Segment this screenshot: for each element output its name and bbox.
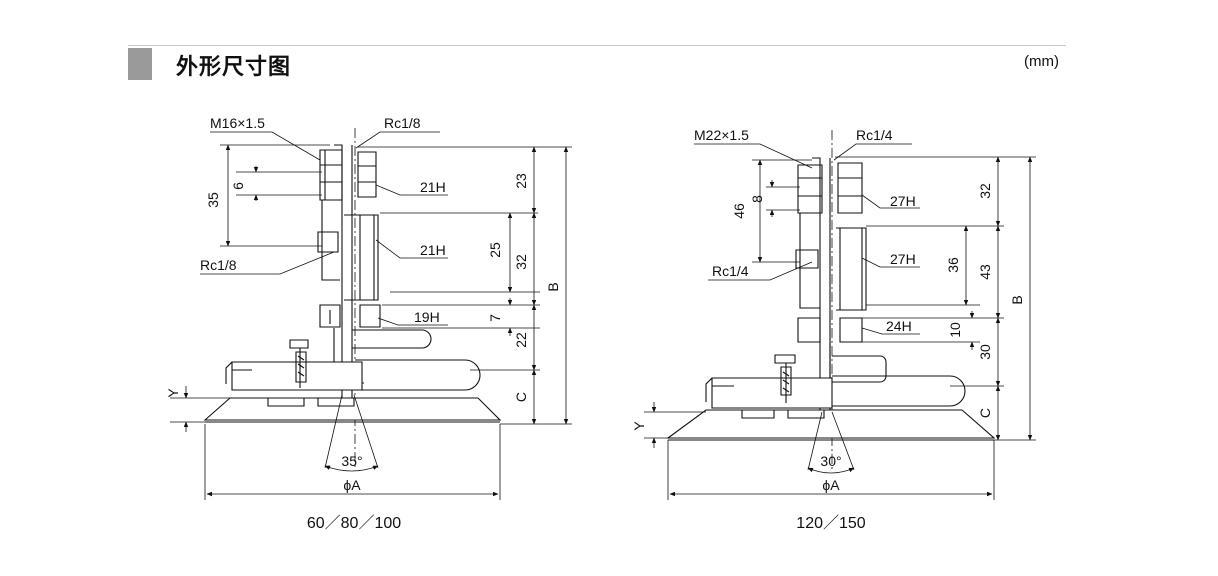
right-dim-10: 10: [947, 322, 963, 338]
drawing-right: [666, 130, 996, 470]
left-caption: 60／80／100: [307, 515, 401, 532]
right-port-top-label: Rc1/4: [856, 127, 893, 143]
right-dim-46: 46: [731, 203, 747, 219]
left-hex1-label: 21H: [420, 179, 446, 195]
right-dim-Y: Y: [631, 421, 647, 431]
right-hex3-label: 24H: [886, 318, 912, 334]
left-dim-7: 7: [487, 314, 503, 322]
unit-label: (mm): [1024, 53, 1059, 70]
left-hex2-label: 21H: [420, 242, 446, 258]
right-port-side-label: Rc1/4: [712, 263, 749, 279]
right-diameter: ϕA: [822, 477, 840, 493]
right-caption: 120／150: [796, 515, 865, 532]
right-hex1-label: 27H: [890, 193, 916, 209]
right-dim-36: 36: [945, 257, 961, 273]
left-dim-22: 22: [513, 332, 529, 348]
header-rule: [128, 45, 1066, 46]
right-dim-8: 8: [749, 195, 765, 203]
left-dim-32: 32: [513, 254, 529, 270]
right-dim-B: B: [1009, 295, 1025, 304]
right-dim-C: C: [977, 408, 993, 418]
left-dim-35: 35: [205, 192, 221, 208]
left-thread-label: M16×1.5: [210, 115, 265, 131]
title-marker: [128, 48, 152, 80]
right-dim-32: 32: [977, 183, 993, 199]
left-dim-B: B: [545, 282, 561, 291]
drawing-left: [203, 128, 502, 470]
left-dim-25: 25: [487, 242, 503, 258]
right-dim-30: 30: [977, 344, 993, 360]
page-title: 外形尺寸图: [176, 55, 292, 80]
left-port-top-label: Rc1/8: [384, 115, 421, 131]
left-dim-C: C: [513, 392, 529, 402]
left-port-side-label: Rc1/8: [200, 257, 237, 273]
right-thread-label: M22×1.5: [694, 127, 749, 143]
left-dim-6: 6: [230, 182, 246, 190]
left-dim-Y: Y: [165, 388, 181, 398]
left-dim-23: 23: [513, 173, 529, 189]
right-dim-43: 43: [977, 264, 993, 280]
left-hex3-label: 19H: [414, 309, 440, 325]
left-diameter: ϕA: [343, 477, 361, 493]
right-hex2-label: 27H: [890, 251, 916, 267]
right-angle: 30°: [820, 453, 841, 469]
left-angle: 35°: [341, 453, 362, 469]
